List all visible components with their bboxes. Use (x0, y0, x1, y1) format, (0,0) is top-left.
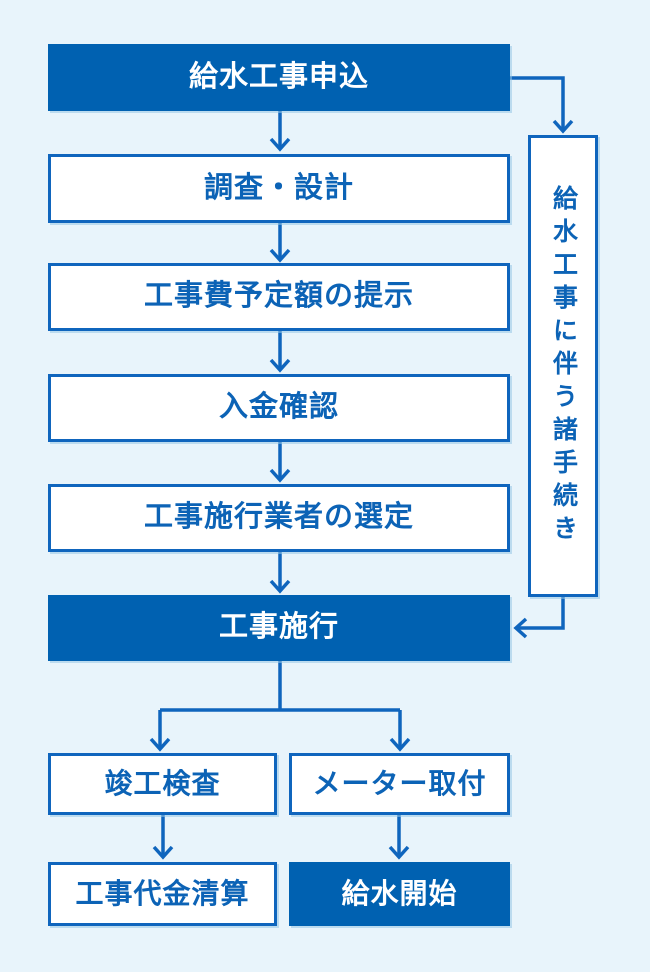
step-meter-box: メーター取付 (289, 753, 510, 815)
step-survey-box: 調査・設計 (48, 154, 510, 223)
step-estimate-box: 工事費予定額の提示 (48, 263, 510, 331)
step-meter-label: メーター取付 (312, 767, 487, 799)
step-payment-label: 入金確認 (218, 391, 339, 424)
step-apply-box: 給水工事申込 (48, 44, 510, 111)
step-construction-label: 工事施行 (218, 611, 339, 644)
step-start-box: 給水開始 (289, 862, 510, 926)
side-procedures-box: 給水工事に伴う諸手続き (528, 135, 598, 597)
step-settlement-label: 工事代金清算 (75, 877, 250, 909)
step-start-label: 給水開始 (341, 877, 458, 909)
step-apply-label: 給水工事申込 (188, 60, 369, 93)
arrow-apply-to-sidenote (510, 76, 565, 129)
side-procedures-label: 給水工事に伴う諸手続き (549, 184, 578, 548)
step-estimate-label: 工事費予定額の提示 (143, 280, 414, 313)
step-settlement-box: 工事代金清算 (48, 862, 277, 926)
step-contractor-box: 工事施行業者の選定 (48, 484, 510, 552)
arrow-sidenote-to-construction (518, 597, 565, 630)
step-inspection-label: 竣工検査 (104, 767, 221, 799)
branch-split-line (160, 661, 400, 712)
step-contractor-label: 工事施行業者の選定 (143, 501, 414, 534)
step-survey-label: 調査・設計 (203, 171, 354, 204)
step-construction-box: 工事施行 (48, 595, 510, 661)
step-inspection-box: 竣工検査 (48, 753, 277, 815)
step-payment-box: 入金確認 (48, 374, 510, 442)
